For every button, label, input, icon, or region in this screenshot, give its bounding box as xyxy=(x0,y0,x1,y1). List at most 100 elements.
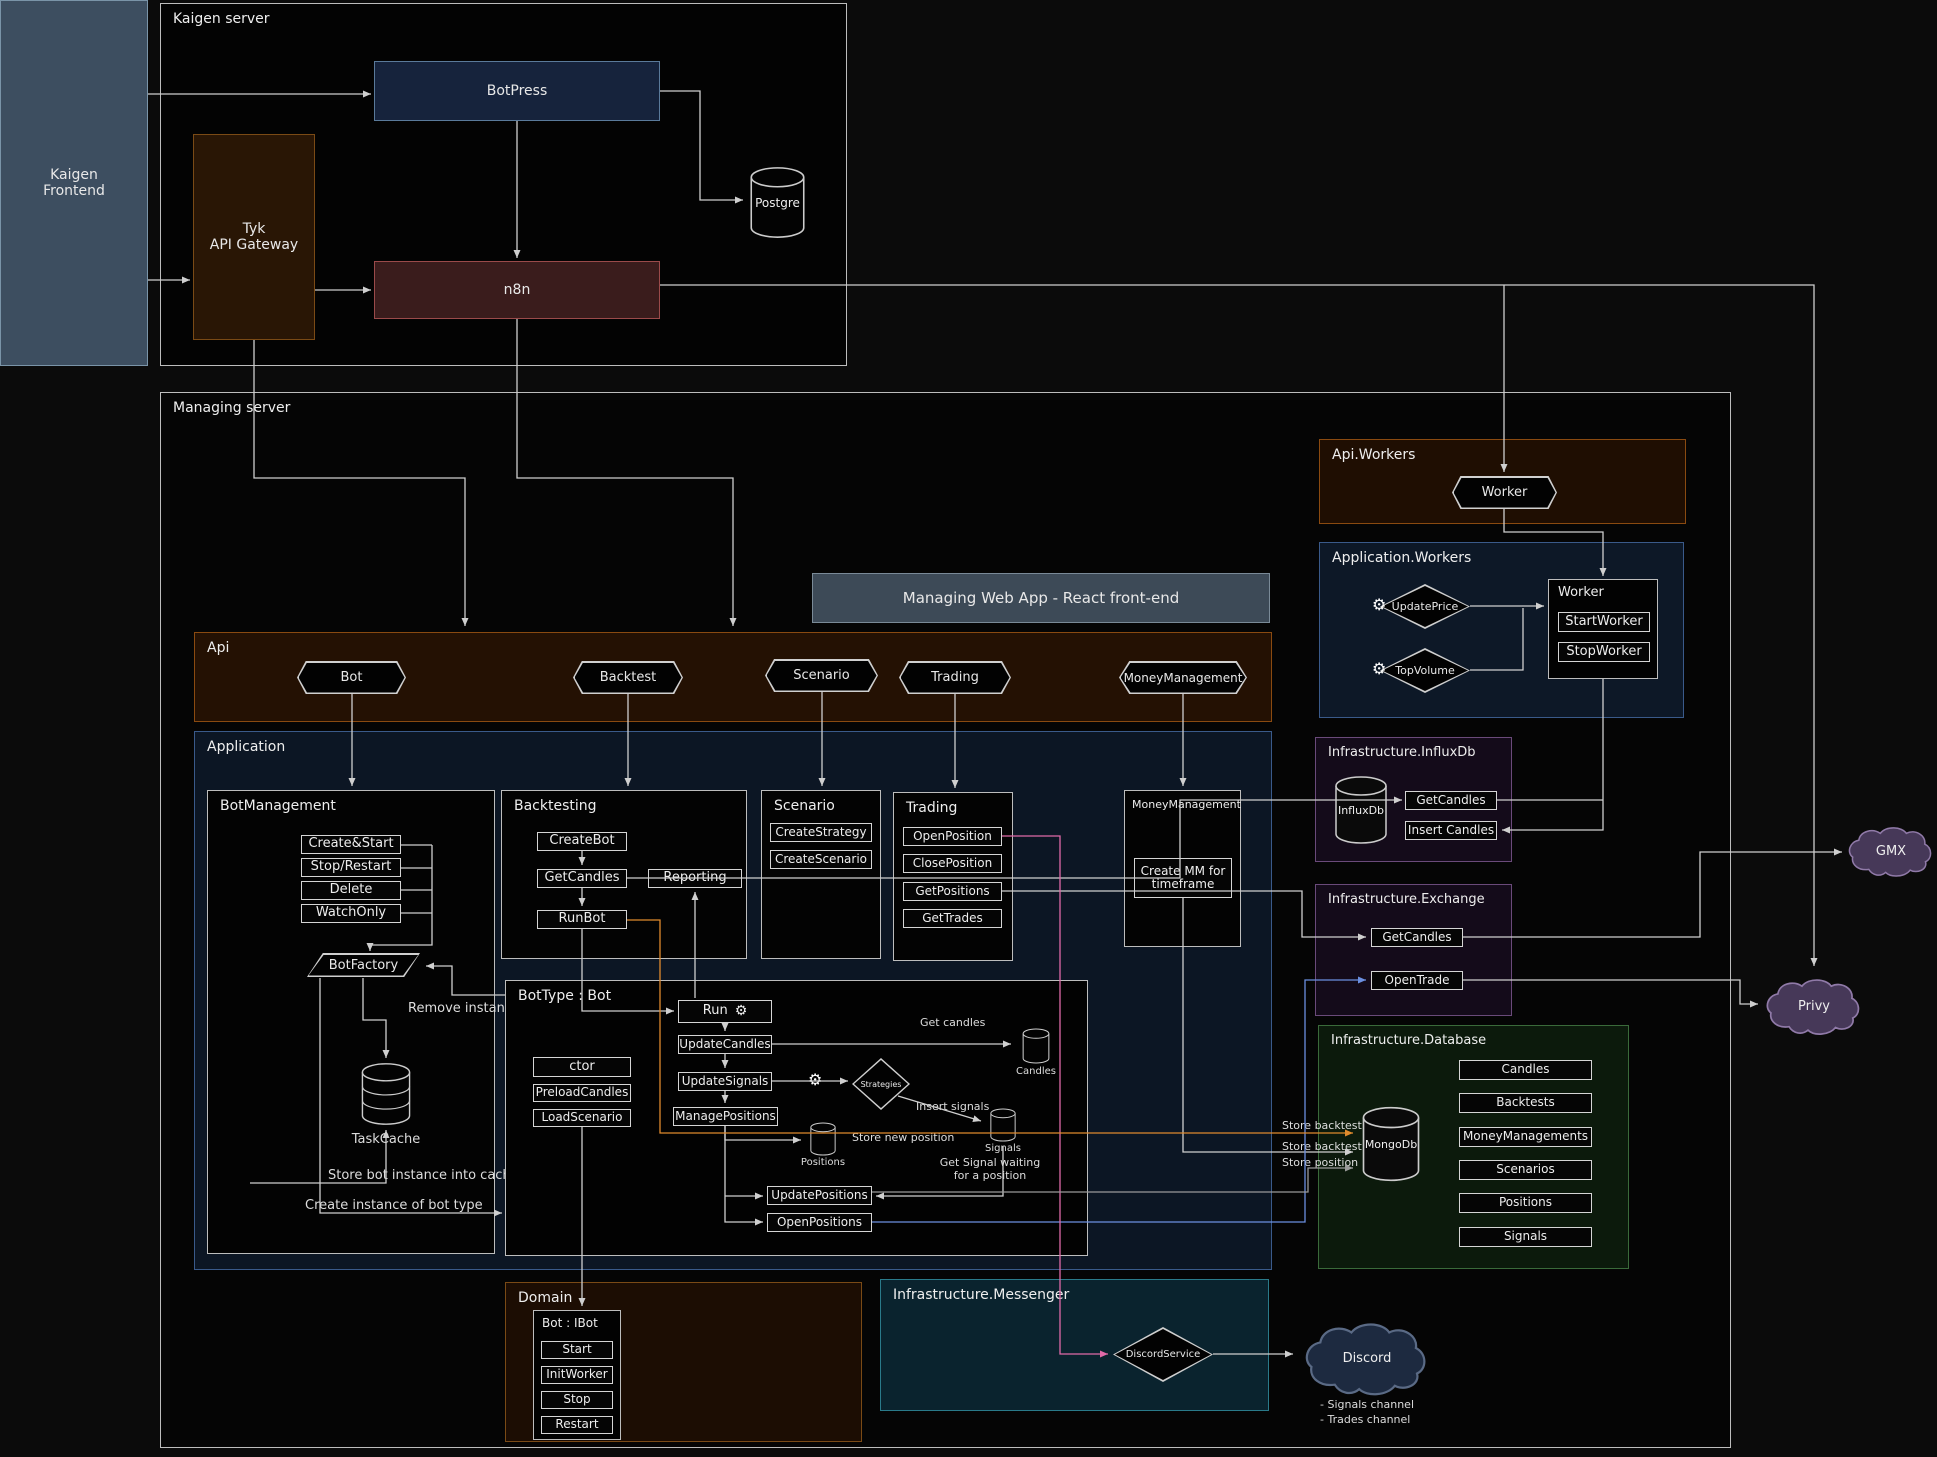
stopworker-node: StopWorker xyxy=(1558,642,1650,662)
startworker-node: StartWorker xyxy=(1558,612,1650,632)
tyk-gateway-node: Tyk API Gateway xyxy=(193,134,315,340)
startworker-label: StartWorker xyxy=(1565,613,1643,629)
backtesting-getcandles-label: GetCandles xyxy=(544,870,620,886)
exchange-getcandles-label: GetCandles xyxy=(1382,929,1452,944)
bot-ibot-title: Bot : IBot xyxy=(542,1316,598,1330)
stop-restart-node: Stop/Restart xyxy=(301,858,401,877)
updatepositions-label: UpdatePositions xyxy=(771,1187,868,1202)
create-instance-label: Create instance of bot type xyxy=(305,1198,483,1213)
exchange-container: Infrastructure.Exchange xyxy=(1315,884,1512,1016)
watchonly-node: WatchOnly xyxy=(301,904,401,923)
create-mm-node: Create MM for timeframe xyxy=(1134,858,1232,898)
n8n-label: n8n xyxy=(503,282,531,298)
privy-cloud: Privy xyxy=(1762,975,1866,1037)
createstrategy-node: CreateStrategy xyxy=(770,823,872,842)
taskcache-label: TaskCache xyxy=(351,1132,421,1147)
runbot-label: RunBot xyxy=(558,911,606,927)
reporting-node: Reporting xyxy=(648,869,742,888)
exchange-opentrade-node: OpenTrade xyxy=(1371,971,1463,990)
collection-backtests-label: Backtests xyxy=(1496,1095,1555,1110)
delete-node: Delete xyxy=(301,881,401,900)
collection-scenarios-label: Scenarios xyxy=(1496,1162,1555,1177)
api-endpoint-trading: Trading xyxy=(899,661,1011,694)
collection-moneymanagements-label: MoneyManagements xyxy=(1462,1129,1589,1144)
domain-initworker-node: InitWorker xyxy=(541,1366,613,1384)
gear-icon: ⚙ xyxy=(734,1002,748,1019)
create-mm-label: Create MM for timeframe xyxy=(1140,863,1226,891)
botmanagement-title: BotManagement xyxy=(220,798,336,814)
postgre-label: Postgre xyxy=(755,195,800,210)
updateprice-label: UpdatePrice xyxy=(1391,600,1459,613)
managepositions-label: ManagePositions xyxy=(675,1108,776,1123)
closeposition-node: ClosePosition xyxy=(903,854,1002,873)
preloadcandles-label: PreloadCandles xyxy=(535,1085,629,1100)
managing-server-title: Managing server xyxy=(173,400,291,416)
create-start-node: Create&Start xyxy=(301,835,401,854)
gear-icon: ⚙ xyxy=(1372,659,1387,678)
createscenario-label: CreateScenario xyxy=(774,851,868,866)
gear-icon: ⚙ xyxy=(1372,595,1387,614)
positions-db-icon xyxy=(805,1122,841,1156)
loadscenario-node: LoadScenario xyxy=(533,1109,631,1127)
run-node: Run ⚙ xyxy=(678,1000,772,1023)
api-endpoint-moneymanagement-label: MoneyManagement xyxy=(1123,670,1243,685)
messenger-container: Infrastructure.Messenger xyxy=(880,1279,1269,1411)
application-title: Application xyxy=(207,739,286,755)
api-endpoint-bot: Bot xyxy=(297,661,406,694)
createbot-label: CreateBot xyxy=(549,833,615,849)
botfactory-node: BotFactory xyxy=(307,953,420,977)
n8n-node: n8n xyxy=(374,261,660,319)
gettrades-node: GetTrades xyxy=(903,909,1002,928)
postgre-db-icon: Postgre xyxy=(746,160,809,245)
botfactory-label: BotFactory xyxy=(328,957,399,973)
backtesting-getcandles-node: GetCandles xyxy=(537,869,627,888)
store-new-position-flow-label: Store new position xyxy=(852,1131,955,1144)
gmx-label: GMX xyxy=(1875,843,1907,859)
discord-signals-channel-label: - Signals channel xyxy=(1320,1398,1415,1411)
kaigen-frontend-node: Kaigen Frontend xyxy=(0,0,148,366)
discord-cloud: Discord xyxy=(1297,1318,1437,1398)
trading-container: Trading xyxy=(893,792,1013,961)
delete-label: Delete xyxy=(329,882,373,898)
ctor-node: ctor xyxy=(533,1057,631,1077)
moneymanagement-title: MoneyManagement xyxy=(1132,798,1241,811)
domain-title: Domain xyxy=(518,1290,573,1306)
topvolume-label: TopVolume xyxy=(1395,664,1455,677)
bottype-title: BotType : Bot xyxy=(518,988,612,1004)
collection-moneymanagements-node: MoneyManagements xyxy=(1459,1127,1592,1147)
store-backtest-2-label: Store backtest xyxy=(1282,1140,1362,1153)
mongodb-icon: MongoDb xyxy=(1358,1105,1424,1183)
collection-candles-label: Candles xyxy=(1501,1062,1550,1077)
openpositions-node: OpenPositions xyxy=(767,1213,872,1232)
getpositions-node: GetPositions xyxy=(903,882,1002,901)
web-app-label: Managing Web App - React front-end xyxy=(902,589,1180,607)
influx-insertcandles-node: Insert Candles xyxy=(1405,821,1497,840)
database-title: Infrastructure.Database xyxy=(1331,1033,1487,1048)
stop-restart-label: Stop/Restart xyxy=(310,859,392,875)
createscenario-node: CreateScenario xyxy=(770,850,872,869)
domain-start-label: Start xyxy=(562,1342,592,1357)
kaigen-frontend-label: Kaigen Frontend xyxy=(43,167,105,199)
insert-signals-flow-label: Insert signals xyxy=(916,1100,990,1113)
stopworker-label: StopWorker xyxy=(1566,643,1642,659)
runbot-node: RunBot xyxy=(537,910,627,929)
exchange-getcandles-node: GetCandles xyxy=(1371,928,1463,947)
closeposition-label: ClosePosition xyxy=(912,855,993,870)
get-candles-flow-label: Get candles xyxy=(920,1016,986,1029)
candles-label: Candles xyxy=(1016,1066,1056,1077)
reporting-label: Reporting xyxy=(663,870,727,886)
influx-getcandles-node: GetCandles xyxy=(1405,791,1497,810)
discord-trades-channel-label: - Trades channel xyxy=(1320,1413,1411,1426)
run-label: Run xyxy=(702,1003,728,1019)
worker-inner-title: Worker xyxy=(1558,585,1604,600)
domain-start-node: Start xyxy=(541,1341,613,1359)
influxdb-icon: InfluxDb xyxy=(1330,775,1392,845)
influxdb-title: Infrastructure.InfluxDb xyxy=(1328,745,1476,760)
domain-stop-node: Stop xyxy=(541,1391,613,1409)
collection-positions-node: Positions xyxy=(1459,1193,1592,1213)
influx-getcandles-label: GetCandles xyxy=(1416,792,1486,807)
domain-initworker-label: InitWorker xyxy=(546,1367,608,1382)
tyk-label: Tyk API Gateway xyxy=(209,221,299,253)
collection-candles-node: Candles xyxy=(1459,1060,1592,1080)
taskcache-icon xyxy=(357,1061,415,1127)
